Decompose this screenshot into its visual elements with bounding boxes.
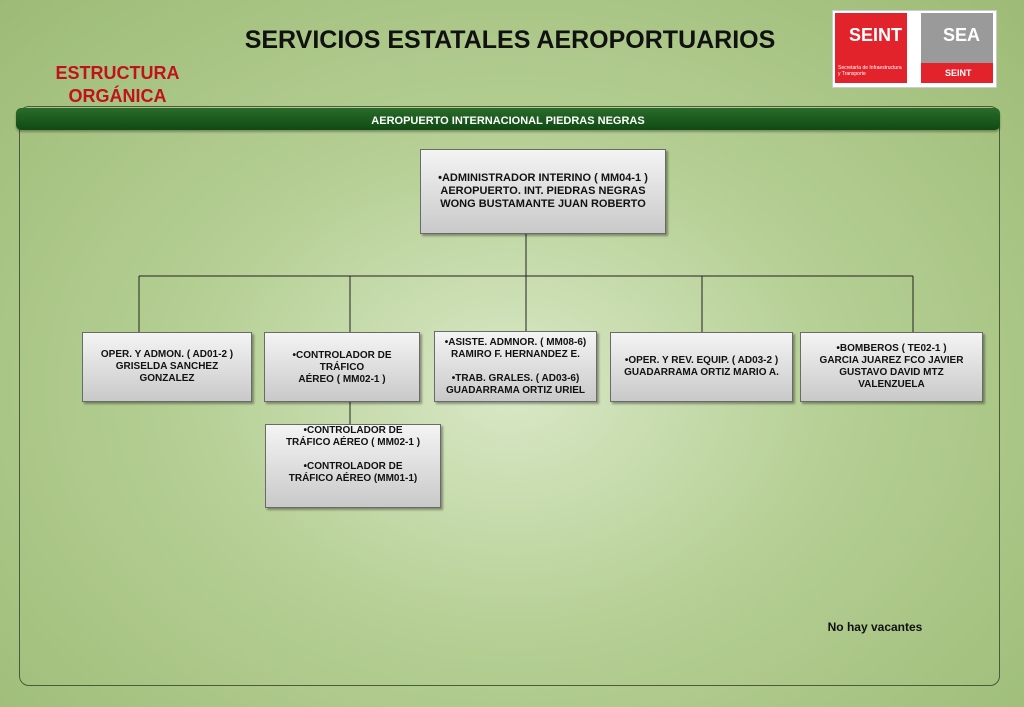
airport-banner-label: AEROPUERTO INTERNACIONAL PIEDRAS NEGRAS <box>371 115 645 127</box>
structure-subtitle: ESTRUCTURA ORGÁNICA <box>40 62 195 108</box>
admin-line-3: WONG BUSTAMANTE JUAN ROBERTO <box>440 198 646 210</box>
vacancy-note: No hay vacantes <box>827 620 923 634</box>
seint-logo: SEINT Secretaría de Infraestructura y Tr… <box>835 13 907 83</box>
box3-line-4: GUADARRAMA ORTIZ URIEL <box>445 384 586 396</box>
logos: SEINT Secretaría de Infraestructura y Tr… <box>832 10 997 88</box>
org-box-oper-admon[interactable]: OPER. Y ADMON. ( AD01-2 ) GRISELDA SANCH… <box>82 332 252 402</box>
page-title: SERVICIOS ESTATALES AEROPORTUARIOS <box>244 26 776 54</box>
org-box-asistente[interactable]: •ASISTE. ADMNOR. ( MM08-6) RAMIRO F. HER… <box>434 331 597 402</box>
sea-logo: SEA SEINT <box>921 13 993 83</box>
org-box-controlador[interactable]: •CONTROLADOR DE TRÁFICO AÉREO ( MM02-1 ) <box>264 332 420 402</box>
box3-line-3: •TRAB. GRALES. ( AD03-6) <box>451 372 580 384</box>
box5-line-3: GUSTAVO DAVID MTZ VALENZUELA <box>839 367 944 390</box>
sub-line-3: •CONTROLADOR DE <box>303 461 403 472</box>
box3-line-1: •ASISTE. ADMNOR. ( MM08-6) <box>444 336 587 348</box>
box1-line-2: GRISELDA SANCHEZ GONZALEZ <box>115 361 219 384</box>
box4-line-2: GUADARRAMA ORTIZ MARIO A. <box>624 367 779 378</box>
box4-line-1: •OPER. Y REV. EQUIP. ( AD03-2 ) <box>624 355 779 366</box>
org-box-oper-rev-equip[interactable]: •OPER. Y REV. EQUIP. ( AD03-2 ) GUADARRA… <box>610 332 793 402</box>
box3-line-2: RAMIRO F. HERNANDEZ E. <box>451 348 580 360</box>
subtitle-line-1: ESTRUCTURA <box>55 63 180 83</box>
org-box-controlador-sub[interactable]: •CONTROLADOR DE TRÁFICO AÉREO ( MM02-1 )… <box>265 424 441 508</box>
sub-line-2: TRÁFICO AÉREO ( MM02-1 ) <box>285 437 421 448</box>
sea-logo-text: SEA <box>943 25 981 45</box>
sub-line-1: •CONTROLADOR DE <box>303 425 403 436</box>
box5-line-2: GARCIA JUAREZ FCO JAVIER <box>819 355 964 366</box>
sea-logo-caption: SEINT <box>945 68 972 78</box>
seint-logo-caption: Secretaría de Infraestructura y Transpor… <box>838 65 902 77</box>
box1-line-1: OPER. Y ADMON. ( AD01-2 ) <box>100 349 234 360</box>
airport-banner: AEROPUERTO INTERNACIONAL PIEDRAS NEGRAS <box>16 108 1000 130</box>
chart-frame <box>19 106 1000 686</box>
subtitle-line-2: ORGÁNICA <box>68 86 167 106</box>
org-box-bomberos[interactable]: •BOMBEROS ( TE02-1 ) GARCIA JUAREZ FCO J… <box>800 332 983 402</box>
admin-line-1: •ADMINISTRADOR INTERINO ( MM04-1 ) <box>438 172 648 184</box>
seint-logo-text: SEINT <box>849 25 903 45</box>
sea-logo-strip: SEINT <box>921 63 993 83</box>
admin-line-2: AEROPUERTO. INT. PIEDRAS NEGRAS <box>440 185 646 197</box>
box5-line-1: •BOMBEROS ( TE02-1 ) <box>836 343 947 354</box>
box2-line-1: •CONTROLADOR DE TRÁFICO <box>292 350 392 373</box>
box2-line-2: AÉREO ( MM02-1 ) <box>298 374 386 385</box>
org-box-administrator[interactable]: •ADMINISTRADOR INTERINO ( MM04-1 ) AEROP… <box>420 149 666 234</box>
sub-line-4: TRÁFICO AÉREO (MM01-1) <box>288 473 418 484</box>
